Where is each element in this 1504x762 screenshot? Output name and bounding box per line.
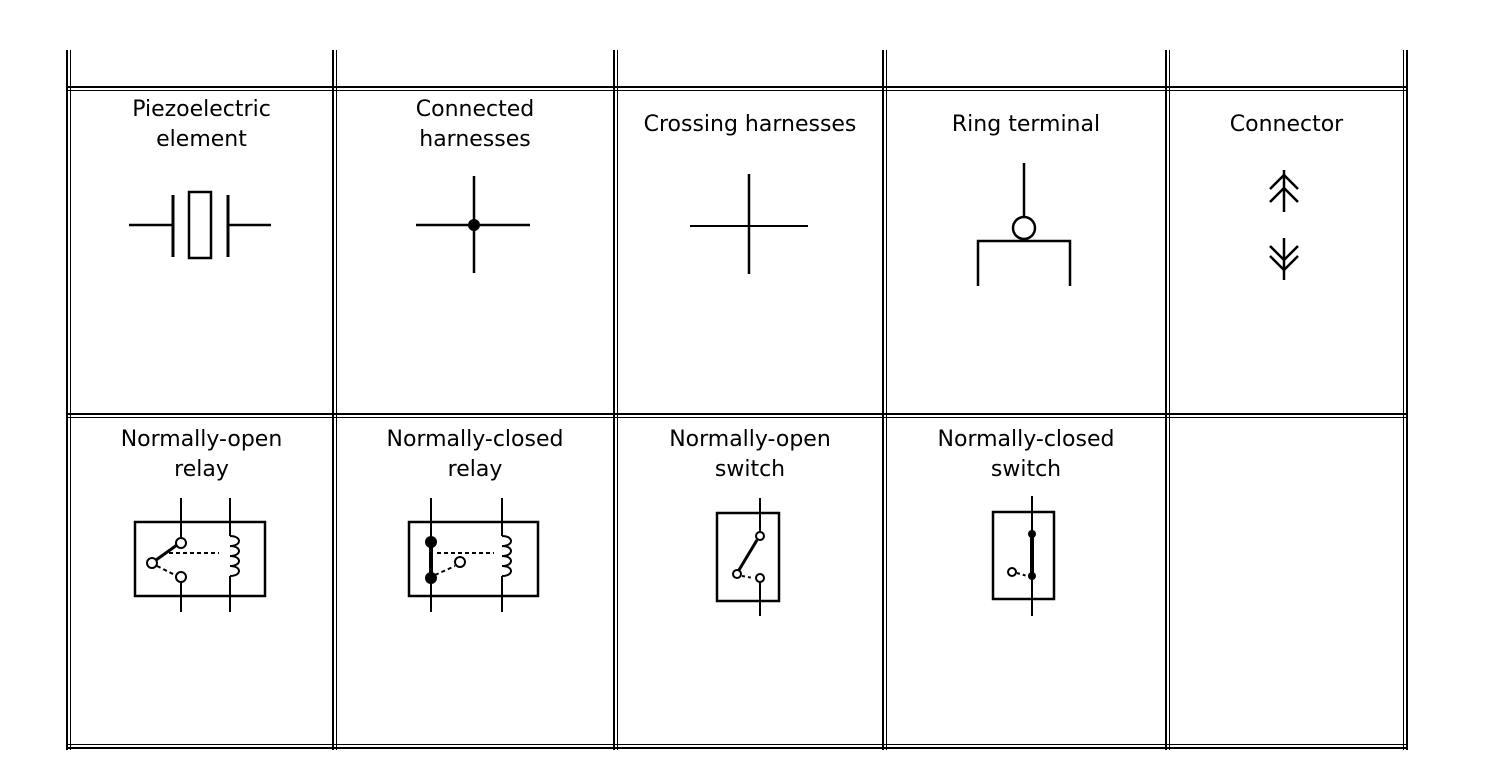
cell-label: Crossing harnesses [643, 112, 857, 137]
column-divider [882, 50, 884, 750]
cell-label: Normally-open switch [669, 427, 831, 482]
cell-label: Normally-open relay [120, 427, 283, 482]
cell-ring-terminal: Ring terminal [887, 91, 1165, 413]
column-divider [332, 50, 334, 750]
cell-crossing-harnesses: Crossing harnesses [618, 91, 882, 413]
cell-label: Connector [1229, 112, 1344, 137]
connected-harnesses-icon [337, 91, 613, 413]
cell-label: Ring terminal [951, 112, 1101, 137]
normally-open-switch-icon [618, 418, 882, 744]
column-divider [886, 50, 887, 750]
row-divider [66, 417, 1408, 418]
ring-terminal-icon [887, 91, 1165, 413]
column-divider [1403, 50, 1404, 750]
row-divider [66, 413, 1408, 415]
cell-connected-harnesses: Connected harnesses [337, 91, 613, 413]
crossing-harnesses-icon [618, 91, 882, 413]
cell-connector: Connector [1170, 91, 1403, 413]
normally-closed-switch-icon [887, 418, 1165, 744]
column-divider [336, 50, 337, 750]
cell-normally-closed-relay: Normally-closed relay [337, 418, 613, 744]
cell-label: Normally-closed switch [937, 427, 1115, 482]
column-divider [70, 50, 71, 750]
cell-normally-open-switch: Normally-open switch [618, 418, 882, 744]
column-divider [613, 50, 615, 750]
column-divider [1165, 50, 1167, 750]
cell-normally-closed-switch: Normally-closed switch [887, 418, 1165, 744]
column-divider [1169, 50, 1170, 750]
cell-empty [1170, 418, 1403, 744]
cell-label: Connected harnesses [415, 97, 535, 152]
column-divider [1406, 50, 1408, 750]
cell-label: Piezoelectric element [132, 97, 271, 152]
piezoelectric-element-icon [71, 91, 332, 413]
cell-label: Normally-closed relay [386, 427, 564, 482]
cell-piezoelectric-element: Piezoelectric element [71, 91, 332, 413]
cell-normally-open-relay: Normally-open relay [71, 418, 332, 744]
column-divider [66, 50, 68, 750]
connector-icon [1170, 91, 1403, 413]
normally-open-relay-icon [71, 418, 332, 744]
row-divider [66, 86, 1408, 88]
row-divider [66, 90, 1408, 91]
normally-closed-relay-icon [337, 418, 613, 744]
row-divider [66, 747, 1408, 749]
column-divider [617, 50, 618, 750]
row-divider [66, 744, 1408, 745]
